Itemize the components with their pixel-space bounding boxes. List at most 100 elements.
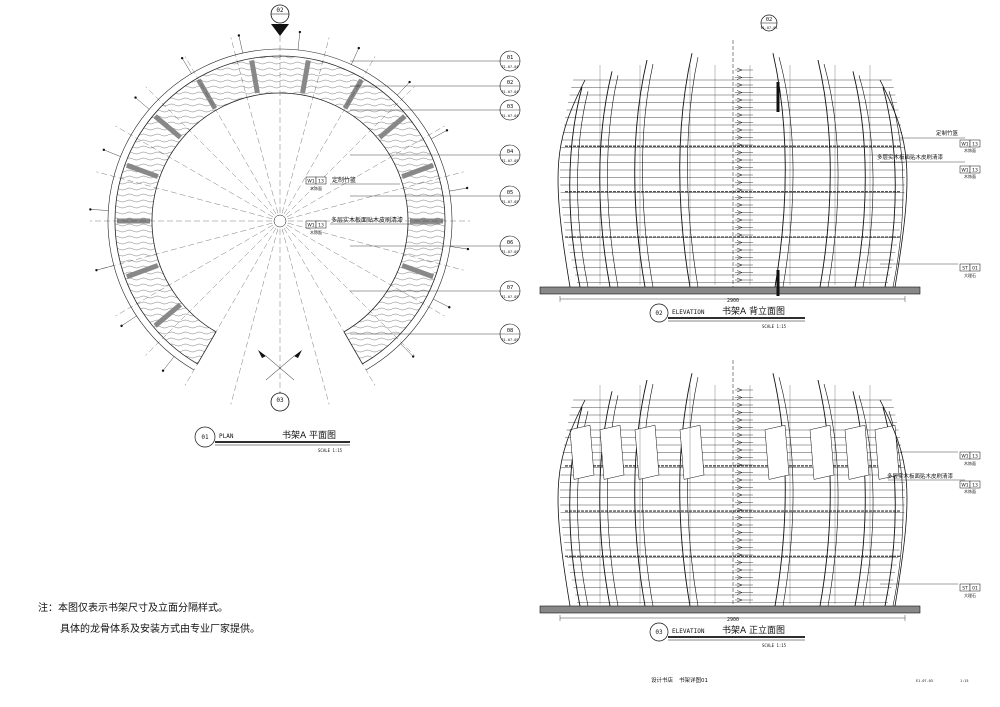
- radial-axis: [115, 125, 274, 218]
- dimension-tick: [431, 130, 448, 140]
- note-sub: 13: [972, 168, 978, 174]
- radial-axis: [145, 86, 275, 216]
- direction-arrows: [258, 350, 302, 381]
- radial-lines: [89, 30, 470, 372]
- callout-num: 06: [507, 240, 514, 246]
- callout-ref: E1-07-04: [502, 90, 519, 94]
- radial-axis: [287, 171, 464, 220]
- note-sub: 01: [972, 266, 978, 272]
- curved-rib: [599, 71, 613, 288]
- note-sub: 13: [972, 483, 978, 489]
- radial-axis: [184, 56, 277, 215]
- note-code: ST: [962, 586, 968, 592]
- curved-rib: [772, 53, 786, 288]
- dimension-dot: [465, 186, 469, 190]
- note-code: W1: [961, 454, 968, 460]
- floor-slab: [539, 286, 921, 295]
- dimension-dot: [102, 148, 106, 152]
- footer-code: E1-07-03: [916, 679, 933, 683]
- note-material: 木饰面: [964, 147, 976, 153]
- elev-note-3: ST 01 大理石: [880, 583, 981, 598]
- title-num: 02: [655, 310, 663, 317]
- curved-rib: [679, 373, 693, 607]
- front-panel: [764, 424, 790, 480]
- note-material: 木饰面: [310, 185, 322, 191]
- dimension-tick: [181, 58, 192, 74]
- note-text: 定制竹篮: [936, 129, 959, 137]
- plan-note-1: W1 13 木饰面 定制竹篮: [305, 176, 400, 191]
- callout-num: 05: [507, 190, 514, 196]
- shelf-divider: [153, 114, 183, 140]
- callout-ref: E1-07-04: [502, 114, 519, 118]
- note-text: 多层实木板面贴木皮刷清漆: [877, 153, 944, 161]
- title-name: 书架A 正立面图: [722, 624, 785, 636]
- front-elevation-notes: W1 13 木饰面 多层实木板面贴木皮刷清漆 W1 13 木饰面 ST 01 大…: [649, 451, 981, 648]
- curved-rib: [817, 379, 831, 607]
- note-sub: 13: [318, 223, 324, 229]
- shelf-divider: [125, 263, 159, 280]
- front-panel: [874, 424, 900, 480]
- dimension-dot: [445, 129, 449, 132]
- note-sub: 13: [972, 454, 978, 460]
- curved-rib-inner: [577, 91, 589, 288]
- section-mark-bottom: 03: [270, 392, 290, 412]
- note-sub: 13: [318, 179, 324, 185]
- front-panel: [809, 424, 835, 480]
- dimension-tick: [103, 149, 121, 157]
- note-material: 大理石: [964, 272, 976, 278]
- dimension-tick: [433, 298, 450, 308]
- curved-rib-inner: [823, 63, 839, 288]
- dimension-tick: [351, 48, 359, 65]
- dimension-dot: [411, 355, 415, 358]
- callout-ref: E1-07-04: [502, 65, 519, 69]
- shelf-divider: [401, 162, 435, 179]
- callout-num: 04: [507, 149, 514, 155]
- outer-shell-left: [557, 79, 586, 288]
- callout-list: 01E1-07-0402E1-07-0403E1-07-0404E1-07-05…: [350, 50, 521, 345]
- curved-rib-inner: [888, 91, 904, 288]
- radial-axis: [283, 227, 376, 386]
- title-scale: SCALE 1:15: [762, 643, 787, 648]
- curved-rib-inner: [823, 383, 839, 607]
- dimension-dot: [298, 30, 302, 34]
- radial-axis: [286, 224, 445, 317]
- curved-rib: [852, 71, 866, 288]
- front-panel: [569, 424, 595, 480]
- title-num: 03: [655, 629, 663, 636]
- callout-num: 08: [507, 328, 514, 334]
- callout-ref: E1-07-05: [502, 295, 519, 299]
- curved-rib: [634, 59, 648, 288]
- radial-axis: [286, 125, 445, 218]
- radial-axis: [283, 56, 376, 215]
- curved-rib-inner: [858, 395, 874, 607]
- dimension-tick: [135, 97, 150, 110]
- title-type: ELEVATION: [672, 309, 705, 316]
- radial-axis: [287, 222, 464, 271]
- dimension-tick: [397, 81, 410, 96]
- radial-axis: [184, 227, 277, 386]
- title-type: PLAN: [219, 433, 234, 440]
- radial-axis: [281, 228, 330, 405]
- note-code: W1: [961, 483, 968, 489]
- elev-note-2: 多层实木板面贴木皮刷清漆 W1 13 木饰面: [877, 153, 981, 179]
- front-panel: [599, 424, 625, 480]
- dimension-tick: [90, 209, 109, 211]
- callout-ref: E1-07-05: [502, 338, 519, 342]
- front-panel: [679, 424, 705, 480]
- dimension-dot: [237, 34, 241, 37]
- radial-axis: [96, 171, 273, 220]
- note-code: W1: [307, 223, 314, 229]
- radial-axis: [281, 37, 330, 214]
- callout-num: 01: [507, 55, 514, 61]
- curved-rib-inner: [778, 377, 794, 607]
- footer-project: 设计书店: [651, 676, 674, 684]
- curved-rib-inner: [642, 63, 654, 288]
- note-material: 木饰面: [964, 173, 976, 179]
- curved-rib-inner: [687, 57, 699, 288]
- outer-shell-left: [557, 399, 586, 607]
- dimension-dot: [408, 80, 411, 84]
- curved-rib: [852, 391, 866, 607]
